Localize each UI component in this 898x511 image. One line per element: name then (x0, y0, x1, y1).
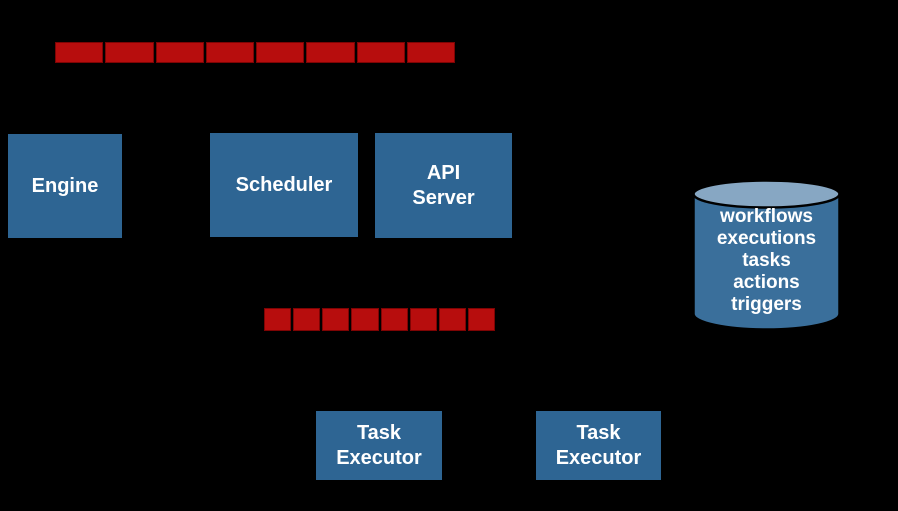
queue-segment (293, 308, 321, 331)
database-item: tasks (742, 250, 791, 271)
queue-segment (409, 308, 437, 331)
queue-segment (438, 308, 466, 331)
queue-segment (406, 42, 455, 63)
database-item: actions (733, 272, 800, 293)
queue-segment (155, 42, 204, 63)
queue-segment (306, 42, 355, 63)
queue-segment (322, 308, 350, 331)
queue-segment (205, 42, 254, 63)
task-executor-node-1: Task Executor (316, 411, 442, 480)
database-item: workflows (720, 206, 813, 227)
database-item: triggers (731, 294, 802, 315)
scheduler-node: Scheduler (210, 133, 358, 237)
database-body (692, 194, 841, 331)
engine-node: Engine (8, 134, 122, 238)
database-cylinder-shape (692, 179, 841, 331)
queue-segment (467, 308, 495, 331)
database-top-ellipse (692, 179, 841, 209)
api-server-node: API Server (375, 133, 512, 238)
database-cylinder: workflows executions tasks actions trigg… (691, 178, 842, 332)
database-items-list: workflows executions tasks actions trigg… (691, 206, 842, 316)
message-queue-bottom (264, 308, 495, 331)
queue-segment (380, 308, 408, 331)
database-item: executions (716, 228, 817, 249)
queue-segment (356, 42, 405, 63)
queue-segment (256, 42, 305, 63)
message-queue-top (55, 42, 455, 63)
queue-segment (105, 42, 154, 63)
task-executor-node-2: Task Executor (536, 411, 661, 480)
queue-segment (351, 308, 379, 331)
queue-segment (264, 308, 292, 331)
queue-segment (55, 42, 104, 63)
